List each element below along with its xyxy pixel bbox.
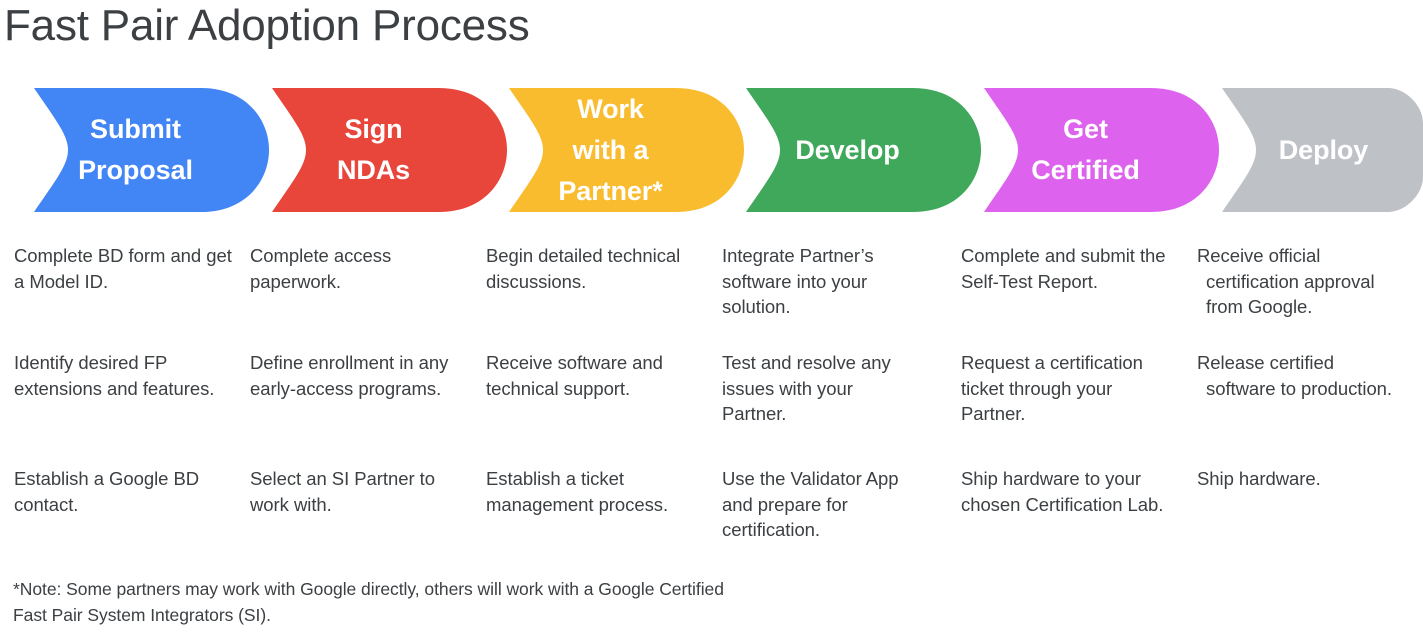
- list-item: Define enrollment in any early-access pr…: [250, 352, 449, 399]
- list-item: Integrate Partner’s software into your s…: [722, 245, 874, 317]
- list-item: Test and resolve any issues with your Pa…: [722, 352, 891, 424]
- page-title: Fast Pair Adoption Process: [4, 1, 530, 50]
- process-step-chevron: [746, 88, 981, 212]
- process-step-chevron: [509, 88, 744, 212]
- list-item: Establish a Google BD contact.: [14, 468, 200, 515]
- list-item: Ship hardware to your chosen Certificati…: [961, 468, 1164, 515]
- list-item: Release certified software to production…: [1197, 352, 1393, 399]
- list-item: Complete access paperwork.: [250, 245, 392, 292]
- process-step-chevron: [272, 88, 507, 212]
- list-item: Use the Validator App and prepare for ce…: [722, 468, 899, 540]
- list-item: Receive official certification approval …: [1197, 245, 1375, 317]
- process-step-chevron: [1222, 88, 1423, 212]
- list-item: Complete BD form and get a Model ID.: [14, 245, 232, 292]
- process-chevron-band: [0, 88, 1423, 212]
- footnote-text: *Note: Some partners may work with Googl…: [13, 579, 724, 625]
- list-item: Request a certification ticket through y…: [961, 352, 1143, 424]
- list-item: Identify desired FP extensions and featu…: [14, 352, 215, 399]
- list-item: Establish a ticket management process.: [486, 468, 669, 515]
- list-item: Begin detailed technical discussions.: [486, 245, 681, 292]
- list-item: Ship hardware.: [1197, 468, 1321, 489]
- list-item: Complete and submit the Self-Test Report…: [961, 245, 1166, 292]
- list-item: Receive software and technical support.: [486, 352, 663, 399]
- list-item: Select an SI Partner to work with.: [250, 468, 435, 515]
- process-step-chevron: [34, 88, 269, 212]
- process-step-chevron: [984, 88, 1219, 212]
